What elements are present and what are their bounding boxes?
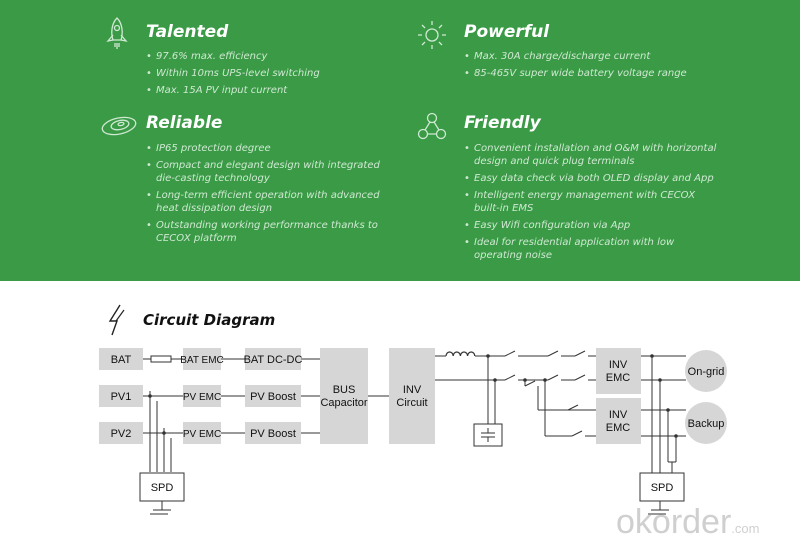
list-item: Long-term efficient operation with advan… bbox=[146, 189, 396, 215]
watermark: okorder.com bbox=[616, 503, 759, 542]
list-item: Within 10ms UPS-level switching bbox=[146, 67, 366, 80]
pv2-block bbox=[99, 422, 143, 444]
list-item: Convenient installation and O&M with hor… bbox=[464, 142, 724, 168]
bus-capacitor-block bbox=[320, 348, 368, 444]
feature-list-talented: 97.6% max. efficiency Within 10ms UPS-le… bbox=[146, 50, 366, 101]
sun-icon bbox=[418, 21, 446, 49]
inv-label: INV bbox=[403, 384, 422, 396]
circuit-label: Circuit bbox=[396, 397, 427, 409]
bat-emc-label: BAT EMC bbox=[180, 355, 224, 366]
pv1-block bbox=[99, 385, 143, 407]
spd-right-block bbox=[639, 472, 685, 502]
pv2-boost-label: PV Boost bbox=[250, 428, 296, 440]
feature-list-reliable: IP65 protection degree Compact and elega… bbox=[146, 142, 396, 249]
inv-emc-1-line2: EMC bbox=[606, 372, 631, 384]
inv-emc-2-line2: EMC bbox=[606, 422, 631, 434]
on-grid-node bbox=[685, 350, 727, 392]
pv2-label: PV2 bbox=[111, 428, 132, 440]
network-nodes-icon bbox=[417, 112, 447, 140]
pv1-emc-block bbox=[183, 385, 221, 407]
watermark-suffix: .com bbox=[731, 521, 760, 536]
inv-emc-2-line1: INV bbox=[609, 409, 628, 421]
spd-left-block bbox=[139, 472, 185, 502]
list-item: Intelligent energy management with CECOX… bbox=[464, 189, 724, 215]
inv-emc-block-1 bbox=[596, 348, 641, 394]
list-item: 85-465V super wide battery voltage range bbox=[464, 67, 714, 80]
filter-capacitor-symbol bbox=[473, 423, 503, 447]
bus-label: BUS bbox=[333, 384, 356, 396]
feature-list-powerful: Max. 30A charge/discharge current 85-465… bbox=[464, 50, 714, 84]
pv1-boost-label: PV Boost bbox=[250, 391, 296, 403]
list-item: Easy data check via both OLED display an… bbox=[464, 172, 724, 185]
pv2-boost-block bbox=[245, 422, 301, 444]
feature-title-friendly: Friendly bbox=[464, 113, 541, 133]
feature-list-friendly: Convenient installation and O&M with hor… bbox=[464, 142, 724, 266]
pv1-emc-label: PV EMC bbox=[183, 392, 221, 403]
capacitor-label: Capacitor bbox=[320, 397, 367, 409]
on-grid-label: On-grid bbox=[688, 366, 725, 378]
spd-left-label: SPD bbox=[151, 482, 174, 494]
bat-emc-block bbox=[183, 348, 221, 370]
feature-title-reliable: Reliable bbox=[146, 113, 223, 133]
pv2-emc-label: PV EMC bbox=[183, 429, 221, 440]
bat-label: BAT bbox=[111, 354, 132, 366]
inv-emc-1-line1: INV bbox=[609, 359, 628, 371]
backup-node bbox=[685, 402, 727, 444]
pv2-emc-block bbox=[183, 422, 221, 444]
circuit-diagram: BAT PV1 PV2 BAT EMC PV EMC PV EMC BAT DC… bbox=[99, 348, 727, 515]
spd-right-label: SPD bbox=[651, 482, 674, 494]
feature-title-powerful: Powerful bbox=[464, 22, 550, 42]
rocket-icon bbox=[106, 17, 128, 49]
circuit-diagram-title: Circuit Diagram bbox=[143, 311, 276, 329]
inv-emc-block-2 bbox=[596, 398, 641, 444]
bat-dcdc-block bbox=[245, 348, 301, 370]
list-item: IP65 protection degree bbox=[146, 142, 396, 155]
pv1-label: PV1 bbox=[111, 391, 132, 403]
bat-block bbox=[99, 348, 143, 370]
watermark-main: okorder bbox=[616, 503, 732, 541]
bat-dcdc-label: BAT DC-DC bbox=[244, 354, 303, 366]
inductor-symbol bbox=[445, 351, 476, 357]
backup-label: Backup bbox=[688, 418, 725, 430]
inv-circuit-block bbox=[389, 348, 435, 444]
features-banner: Talented 97.6% max. efficiency Within 10… bbox=[0, 0, 800, 281]
list-item: 97.6% max. efficiency bbox=[146, 50, 366, 63]
lightning-icon bbox=[108, 304, 125, 336]
list-item: Max. 30A charge/discharge current bbox=[464, 50, 714, 63]
list-item: Outstanding working performance thanks t… bbox=[146, 219, 396, 245]
list-item: Compact and elegant design with integrat… bbox=[146, 159, 396, 185]
shield-disc-icon bbox=[101, 116, 137, 136]
fuse-symbol bbox=[150, 355, 172, 363]
list-item: Max. 15A PV input current bbox=[146, 84, 366, 97]
feature-title-talented: Talented bbox=[146, 22, 229, 42]
pv1-boost-block bbox=[245, 385, 301, 407]
list-item: Easy Wifi configuration via App bbox=[464, 219, 724, 232]
list-item: Ideal for residential application with l… bbox=[464, 236, 724, 262]
